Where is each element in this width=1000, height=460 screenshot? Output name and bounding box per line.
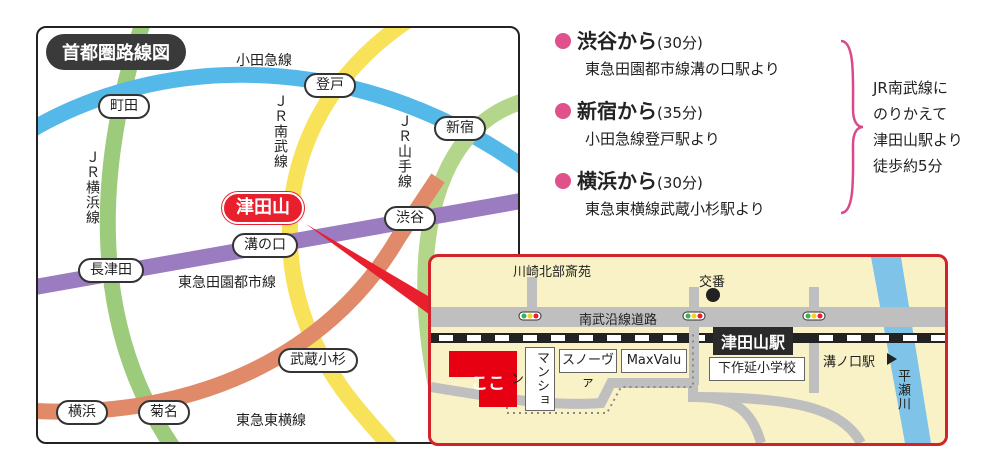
label-snova: スノーヴァ (559, 349, 617, 390)
denentoshi-label: 東急田園都市線 (178, 275, 276, 291)
traffic-light-icon (802, 311, 826, 321)
label-mizonokuchi-station: 溝ノ口駅 (823, 355, 876, 370)
station-shinjuku: 新宿 (434, 116, 486, 141)
walking-route (506, 333, 694, 414)
odakyu-label: 小田急線 (236, 53, 292, 69)
koban-icon (706, 288, 720, 302)
jr-nambu-label: ＪＲ南武線 (272, 94, 288, 169)
route-shinjuku: 新宿から(35分) 小田急線登戸駅より (555, 95, 720, 149)
river-shape (871, 257, 931, 443)
label-koban: 交番 (699, 275, 726, 290)
label-tsudayama-station: 津田山駅 (713, 327, 794, 355)
map-title: 首都圏路線図 (46, 34, 186, 70)
transfer-line: 徒歩約5分 (873, 157, 943, 175)
station-machida: 町田 (98, 94, 150, 119)
traffic-light-icon (682, 311, 706, 321)
toyoko-label: 東急東横線 (236, 413, 306, 429)
route-shibuya: 渋谷から(30分) 東急田園都市線溝の口駅より (555, 25, 780, 79)
route-time: (30分) (657, 174, 703, 192)
label-road: 南武沿線道路 (579, 313, 658, 328)
brace-icon (840, 39, 864, 215)
route-time: (35分) (657, 104, 703, 122)
jr-yokohama-label: ＪＲ横浜線 (84, 150, 100, 225)
station-yokohama: 横浜 (56, 400, 108, 425)
transfer-line: 津田山駅より (873, 131, 963, 149)
station-mizonokuchi: 溝の口 (232, 233, 298, 258)
railway-ties (439, 335, 945, 341)
transfer-line: のりかえて (873, 105, 948, 123)
station-noborito: 登戸 (304, 73, 356, 98)
station-nagatsuta: 長津田 (78, 258, 144, 283)
route-from: 横浜から (577, 169, 657, 193)
bullet-icon (555, 173, 571, 189)
jr-yamanote-label: ＪＲ山手線 (396, 114, 412, 189)
station-tsudayama: 津田山 (222, 192, 304, 224)
label-here: ここ (471, 374, 505, 394)
arrow-right-icon (887, 353, 897, 365)
label-school: 下作延小学校 (709, 357, 805, 381)
transfer-note: JR南武線に のりかえて 津田山駅より 徒歩約5分 (873, 75, 983, 179)
bullet-icon (555, 103, 571, 119)
route-from: 渋谷から (577, 29, 657, 53)
transfer-line: JR南武線に (873, 79, 948, 97)
route-time: (30分) (657, 34, 703, 52)
route-desc: 東急東横線武蔵小杉駅より (585, 200, 765, 218)
label-maxvalu: MaxValu (621, 349, 687, 373)
here-building (449, 351, 517, 407)
local-map: 川崎北部斎苑 交番 南武沿線道路 津田山駅 溝ノ口駅 平瀬川 ここ マンション … (428, 254, 948, 446)
label-kawasaki-hokubu: 川崎北部斎苑 (513, 265, 592, 280)
access-info: 渋谷から(30分) 東急田園都市線溝の口駅より 新宿から(35分) 小田急線登戸… (555, 25, 995, 225)
route-desc: 東急田園都市線溝の口駅より (585, 60, 780, 78)
label-river: 平瀬川 (895, 369, 910, 411)
label-mansion: マンション (508, 347, 555, 411)
traffic-light-icon (518, 311, 542, 321)
local-roads (431, 257, 945, 443)
route-from: 新宿から (577, 99, 657, 123)
station-kikuna: 菊名 (138, 400, 190, 425)
route-desc: 小田急線登戸駅より (585, 130, 720, 148)
station-musashikosugi: 武蔵小杉 (278, 348, 358, 373)
railway (431, 333, 945, 343)
bullet-icon (555, 33, 571, 49)
route-yokohama: 横浜から(30分) 東急東横線武蔵小杉駅より (555, 165, 765, 219)
station-shibuya: 渋谷 (384, 206, 436, 231)
